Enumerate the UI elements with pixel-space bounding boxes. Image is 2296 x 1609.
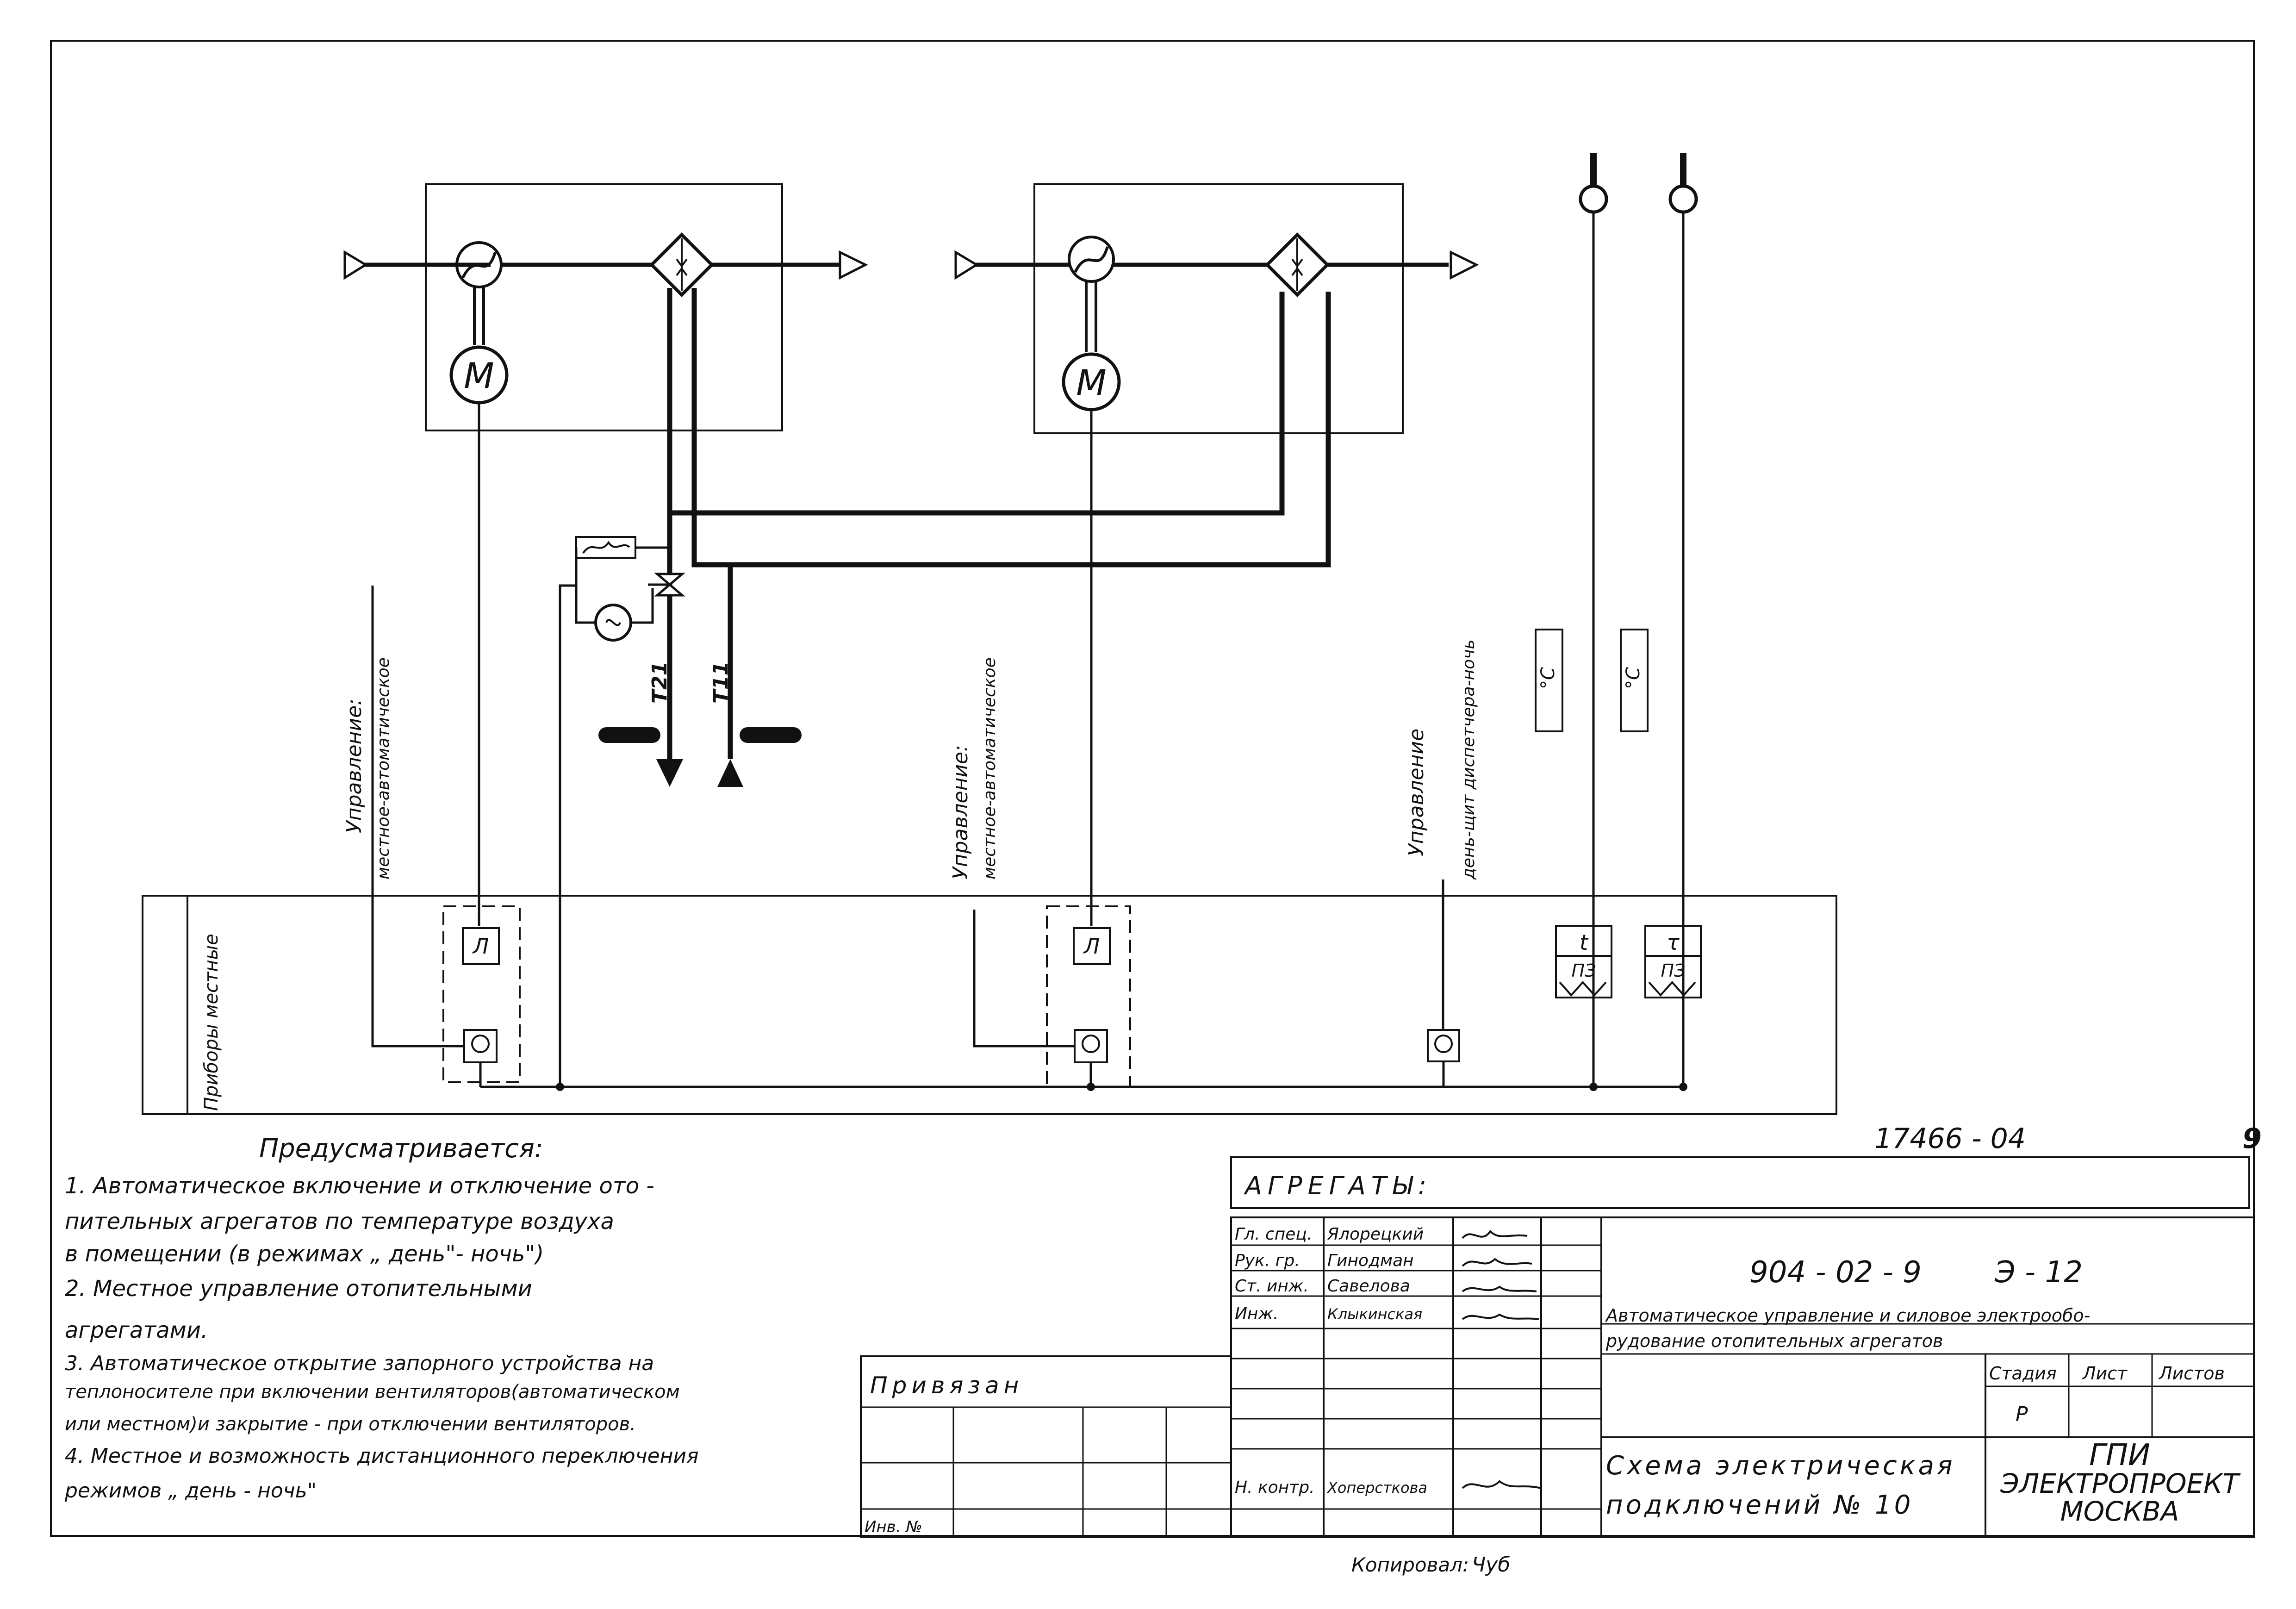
control-label-2-mode: местное-автоматическое <box>980 657 999 879</box>
notes-block: Предусматривается: 1. Автоматическое вкл… <box>64 1134 699 1503</box>
thermostat-2-symbol: τ <box>1667 930 1680 955</box>
signer-name: Гинодман <box>1327 1251 1414 1270</box>
heating-unit-1: M <box>343 183 868 431</box>
stadia-label: Стадия <box>1989 1363 2057 1384</box>
org-line-3: МОСКВА <box>2060 1496 2179 1527</box>
role-label: Рук. гр. <box>1235 1251 1300 1270</box>
thermostat-1 <box>1555 925 1612 998</box>
note-line: агрегатами. <box>65 1317 208 1343</box>
scheme-title-line-2: подключений № 10 <box>1606 1490 1913 1520</box>
note-line: 1. Автоматическое включение и отключение… <box>65 1173 654 1199</box>
temp-unit-2: °C <box>1623 667 1644 689</box>
n-kontr-name: Хоперсткова <box>1326 1479 1427 1497</box>
heating-pipes <box>667 288 1331 759</box>
role-label: Ст. инж. <box>1235 1277 1309 1296</box>
role-label: Инж. <box>1235 1304 1278 1323</box>
stadia-value: Р <box>2016 1403 2028 1426</box>
switch-1-icon <box>471 1035 490 1053</box>
unit-2-enclosure <box>1033 183 1404 434</box>
note-line: 4. Местное и возможность дистанционного … <box>65 1444 699 1468</box>
description-line-1: Автоматическое управление и силовое элек… <box>1605 1305 2090 1326</box>
panel-label: Приборы местные <box>201 934 222 1111</box>
title-block: 17466 - 04 9 АГРЕГАТЫ: Гл. спец. Рук. гр… <box>860 1123 2262 1577</box>
note-line: 2. Местное управление отопительными <box>65 1276 532 1302</box>
signer-name: Савелова <box>1327 1277 1410 1296</box>
description-line-2: рудование отопительных агрегатов <box>1605 1331 1943 1351</box>
relay-2-letter: Л <box>1083 934 1100 959</box>
control-label-2-title: Управление: <box>949 745 972 879</box>
sheet-number: 9 <box>2242 1123 2262 1155</box>
heat-exchanger-flow-icon <box>676 238 688 291</box>
heating-unit-2: M <box>954 183 1479 434</box>
role-label: Гл. спец. <box>1235 1225 1312 1244</box>
note-line: в помещении (в режимах „ день"- ночь") <box>65 1241 544 1267</box>
air-inlet-arrow-icon <box>954 250 979 280</box>
inv-no-label: Инв. № <box>865 1518 922 1536</box>
doc-id: 17466 - 04 <box>1874 1123 2026 1155</box>
unit-1-enclosure <box>425 183 783 431</box>
thermostat-1-code: ПЗ <box>1572 960 1596 981</box>
scheme-title-line-1: Схема электрическая <box>1606 1451 1955 1481</box>
valve-actuator <box>559 536 670 1090</box>
air-inlet-arrow-icon <box>343 250 368 280</box>
signer-name: Ялорецкий <box>1327 1225 1424 1244</box>
temp-gauge-1 <box>1535 629 1563 732</box>
kopiroval-label: Копировал: <box>1351 1553 1469 1576</box>
air-outlet-arrow-icon <box>839 250 868 280</box>
relay-group-2 <box>1046 905 1131 1088</box>
listov-label: Листов <box>2158 1363 2225 1384</box>
signer-name: Клыкинская <box>1327 1305 1422 1323</box>
temp-gauge-2 <box>1620 629 1649 732</box>
temp-unit-1: °C <box>1537 667 1559 689</box>
air-outlet-arrow-icon <box>1450 250 1479 280</box>
pipe-supply-arrow-icon <box>656 759 683 787</box>
notes-title: Предусматривается: <box>259 1134 543 1164</box>
org-line-2: ЭЛЕКТРОПРОЕКТ <box>2000 1468 2241 1499</box>
thermostat-2-code: ПЗ <box>1661 960 1686 981</box>
motor-label: M <box>1076 362 1107 403</box>
fan-blade-icon <box>461 252 497 279</box>
temperature-sensor-2 <box>1668 153 1698 1090</box>
note-line: 3. Автоматическое открытие запорного уст… <box>65 1352 654 1375</box>
project-code: 904 - 02 - 9 <box>1749 1255 1922 1290</box>
thermostat-2 <box>1644 925 1702 998</box>
kopiroval-signature: Чуб <box>1472 1553 1510 1577</box>
privyazan-label: Привязан <box>870 1372 1023 1399</box>
pipe-return-arrow-icon <box>717 759 743 787</box>
n-kontr-role: Н. контр. <box>1235 1478 1315 1497</box>
control-label-1-mode: местное-автоматическое <box>374 657 393 879</box>
pipe-label-t21: Т21 <box>648 661 672 704</box>
privyazan-block <box>860 1355 1232 1538</box>
switch-2-icon <box>1082 1035 1100 1053</box>
motor-label: M <box>464 355 494 396</box>
control-label-1-title: Управление: <box>342 698 366 833</box>
switch-3-icon <box>1434 1035 1453 1053</box>
temperature-sensor-1 <box>1579 153 1608 1090</box>
note-line: пительных агрегатов по температуре возду… <box>65 1209 614 1235</box>
note-line: режимов „ день - ночь" <box>64 1479 317 1503</box>
relay-1 <box>462 927 500 965</box>
fan-icon <box>1068 236 1115 283</box>
list-label: Лист <box>2082 1363 2128 1384</box>
signatures <box>1462 1229 1542 1489</box>
control-label-3-title: Управление <box>1405 729 1428 856</box>
control-label-3-mode: день-щит диспетчера-ночь <box>1459 639 1478 880</box>
relay-1-letter: Л <box>472 934 489 959</box>
org-line-1: ГПИ <box>2089 1438 2150 1472</box>
thermometer-icon <box>1579 184 1608 214</box>
relay-2 <box>1073 927 1111 965</box>
note-line: или местном)и закрытие - при отключении … <box>65 1414 636 1435</box>
local-instruments-panel: Приборы местные Л Л t ПЗ τ ПЗ <box>142 586 1837 1115</box>
thermostat-1-symbol: t <box>1580 930 1589 955</box>
agregaty-label: АГРЕГАТЫ: <box>1244 1171 1432 1200</box>
relay-group-1 <box>442 905 521 1083</box>
thermometer-icon <box>1668 184 1698 214</box>
pipe-label-t11: Т11 <box>709 661 733 704</box>
fan-blade-icon <box>1074 246 1109 273</box>
drawing-code: Э - 12 <box>1994 1255 2083 1290</box>
note-line: теплоносителе при включении вентиляторов… <box>65 1381 680 1403</box>
